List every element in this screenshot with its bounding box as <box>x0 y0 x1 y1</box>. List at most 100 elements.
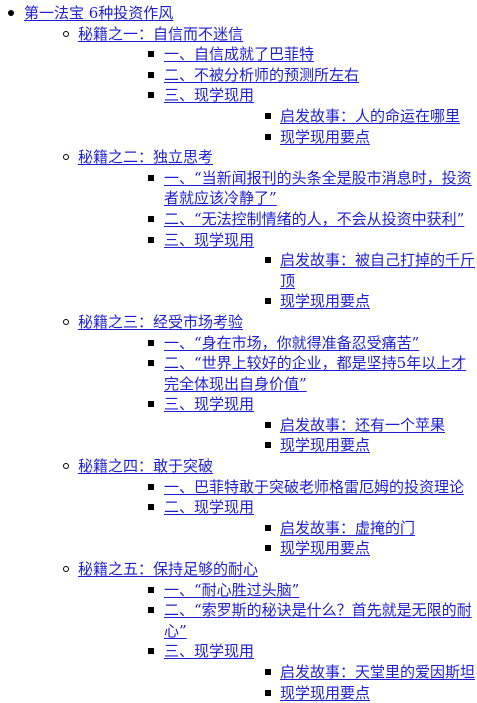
subsection-link[interactable]: 一、“当新闻报刊的头条全是股市消息时，投资者就应该冷静了” <box>164 168 472 208</box>
detail-list: 启发故事：虚掩的门现学现用要点 <box>164 518 477 559</box>
subsection-list: 一、巴菲特敢于突破老师格雷厄姆的投资理论二、现学现用启发故事：虚掩的门现学现用要… <box>78 477 477 559</box>
subsection-link[interactable]: 二、不被分析师的预测所左右 <box>164 65 360 84</box>
subsection-item: 二、“索罗斯的秘诀是什么？首先就是无限的耐心” <box>78 600 477 641</box>
square-bullet-icon <box>148 360 154 367</box>
square-bullet-icon <box>265 442 271 449</box>
circle-bullet-icon <box>63 154 69 161</box>
square-bullet-icon <box>148 236 154 243</box>
section-link[interactable]: 秘籍之二：独立思考 <box>78 148 214 167</box>
square-bullet-icon <box>265 112 271 119</box>
section-item: 秘籍之一：自信而不迷信一、自信成就了巴菲特二、不被分析师的预测所左右三、现学现用… <box>24 24 477 148</box>
detail-item: 启发故事：天堂里的爱因斯坦 <box>164 662 477 683</box>
subsection-item: 一、巴菲特敢于突破老师格雷厄姆的投资理论 <box>78 477 477 498</box>
detail-link[interactable]: 现学现用要点 <box>280 539 371 558</box>
detail-item: 启发故事：还有一个苹果 <box>164 415 477 436</box>
section-item: 秘籍之二：独立思考一、“当新闻报刊的头条全是股市消息时，投资者就应该冷静了”二、… <box>24 147 477 312</box>
square-bullet-icon <box>148 586 154 593</box>
subsection-link[interactable]: 三、现学现用 <box>164 642 255 661</box>
detail-item: 现学现用要点 <box>164 435 477 456</box>
outline-title-link[interactable]: 第一法宝 6种投资作风 <box>24 4 174 22</box>
detail-item: 启发故事：虚掩的门 <box>164 518 477 539</box>
detail-link[interactable]: 现学现用要点 <box>280 683 371 702</box>
outline-root-item: 第一法宝 6种投资作风 秘籍之一：自信而不迷信一、自信成就了巴菲特二、不被分析师… <box>0 3 477 703</box>
subsection-link[interactable]: 二、“世界上较好的企业，都是坚持5年以上才完全体现出自身价值” <box>164 354 467 393</box>
subsection-item: 三、现学现用启发故事：被自己打掉的千斤顶现学现用要点 <box>78 230 477 312</box>
detail-list: 启发故事：人的命运在哪里现学现用要点 <box>164 106 477 147</box>
subsection-link[interactable]: 二、“索罗斯的秘诀是什么？首先就是无限的耐心” <box>164 601 472 640</box>
square-bullet-icon <box>148 92 154 99</box>
detail-list: 启发故事：被自己打掉的千斤顶现学现用要点 <box>164 250 477 312</box>
detail-link[interactable]: 现学现用要点 <box>280 292 371 311</box>
subsection-link[interactable]: 一、“耐心胜过头脑” <box>164 580 300 599</box>
circle-bullet-icon <box>63 463 69 470</box>
subsection-list: 一、自信成就了巴菲特二、不被分析师的预测所左右三、现学现用启发故事：人的命运在哪… <box>78 44 477 147</box>
square-bullet-icon <box>265 669 271 675</box>
square-bullet-icon <box>148 648 154 655</box>
subsection-link[interactable]: 二、“无法控制情绪的人，不会从投资中获利” <box>164 209 465 228</box>
square-bullet-icon <box>148 215 154 222</box>
section-item: 秘籍之五：保持足够的耐心一、“耐心胜过头脑” 二、“索罗斯的秘诀是什么？首先就是无… <box>24 559 477 703</box>
detail-link[interactable]: 启发故事：虚掩的门 <box>280 518 416 537</box>
subsection-item: 二、现学现用启发故事：虚掩的门现学现用要点 <box>78 497 477 559</box>
subsection-item: 一、“耐心胜过头脑” <box>78 580 477 601</box>
subsection-item: 二、“世界上较好的企业，都是坚持5年以上才完全体现出自身价值” <box>78 353 477 394</box>
disc-bullet-icon <box>8 10 14 16</box>
subsection-list: 一、“身在市场，你就得准备忍受痛苦” 二、“世界上较好的企业，都是坚持5年以上才完… <box>78 333 477 457</box>
detail-item: 现学现用要点 <box>164 538 477 559</box>
subsection-item: 一、自信成就了巴菲特 <box>78 44 477 65</box>
section-list: 秘籍之一：自信而不迷信一、自信成就了巴菲特二、不被分析师的预测所左右三、现学现用… <box>24 24 477 703</box>
subsection-list: 一、“耐心胜过头脑”二、“索罗斯的秘诀是什么？首先就是无限的耐心”三、现学现用启… <box>78 580 477 703</box>
detail-item: 启发故事：被自己打掉的千斤顶 <box>164 250 477 291</box>
detail-link[interactable]: 启发故事：被自己打掉的千斤顶 <box>280 251 476 290</box>
section-link[interactable]: 秘籍之一：自信而不迷信 <box>78 24 244 43</box>
subsection-link[interactable]: 一、“身在市场，你就得准备忍受痛苦” <box>164 333 420 352</box>
square-bullet-icon <box>148 483 154 490</box>
square-bullet-icon <box>265 257 271 264</box>
subsection-item: 一、“当新闻报刊的头条全是股市消息时，投资者就应该冷静了” <box>78 168 477 209</box>
square-bullet-icon <box>265 421 271 428</box>
detail-item: 现学现用要点 <box>164 127 477 148</box>
detail-link[interactable]: 启发故事：还有一个苹果 <box>280 415 446 434</box>
section-item: 秘籍之四：敢于突破一、巴菲特敢于突破老师格雷厄姆的投资理论二、现学现用启发故事：… <box>24 456 477 559</box>
subsection-link[interactable]: 二、现学现用 <box>164 498 255 517</box>
detail-list: 启发故事：天堂里的爱因斯坦现学现用要点 <box>164 662 477 703</box>
subsection-item: 三、现学现用启发故事：人的命运在哪里现学现用要点 <box>78 85 477 147</box>
square-bullet-icon <box>148 401 154 408</box>
square-bullet-icon <box>265 133 271 140</box>
square-bullet-icon <box>148 174 154 181</box>
subsection-link[interactable]: 三、现学现用 <box>164 395 255 414</box>
outline-root-list: 第一法宝 6种投资作风 秘籍之一：自信而不迷信一、自信成就了巴菲特二、不被分析师… <box>0 3 477 703</box>
square-bullet-icon <box>148 71 154 78</box>
subsection-link[interactable]: 一、自信成就了巴菲特 <box>164 45 315 64</box>
section-link[interactable]: 秘籍之五：保持足够的耐心 <box>78 560 259 579</box>
circle-bullet-icon <box>63 566 69 573</box>
square-bullet-icon <box>265 689 271 696</box>
detail-item: 现学现用要点 <box>164 291 477 312</box>
subsection-list: 一、“当新闻报刊的头条全是股市消息时，投资者就应该冷静了”二、“无法控制情绪的人… <box>78 168 477 312</box>
section-item: 秘籍之三：经受市场考验一、“身在市场，你就得准备忍受痛苦” 二、“世界上较好的企业… <box>24 312 477 456</box>
subsection-item: 三、现学现用启发故事：还有一个苹果现学现用要点 <box>78 394 477 456</box>
detail-list: 启发故事：还有一个苹果现学现用要点 <box>164 415 477 456</box>
subsection-item: 三、现学现用启发故事：天堂里的爱因斯坦现学现用要点 <box>78 641 477 703</box>
subsection-item: 二、不被分析师的预测所左右 <box>78 65 477 86</box>
subsection-link[interactable]: 一、巴菲特敢于突破老师格雷厄姆的投资理论 <box>164 477 465 496</box>
detail-link[interactable]: 启发故事：人的命运在哪里 <box>280 106 461 125</box>
square-bullet-icon <box>148 339 154 346</box>
section-link[interactable]: 秘籍之四：敢于突破 <box>78 457 214 476</box>
circle-bullet-icon <box>63 30 69 37</box>
detail-link[interactable]: 现学现用要点 <box>280 436 371 455</box>
square-bullet-icon <box>148 504 154 511</box>
square-bullet-icon <box>265 545 271 552</box>
circle-bullet-icon <box>63 318 69 325</box>
square-bullet-icon <box>265 524 271 531</box>
subsection-item: 一、“身在市场，你就得准备忍受痛苦” <box>78 333 477 354</box>
detail-link[interactable]: 启发故事：天堂里的爱因斯坦 <box>280 663 476 681</box>
subsection-link[interactable]: 三、现学现用 <box>164 86 255 105</box>
detail-link[interactable]: 现学现用要点 <box>280 127 371 146</box>
square-bullet-icon <box>148 607 154 614</box>
square-bullet-icon <box>148 51 154 58</box>
subsection-item: 二、“无法控制情绪的人，不会从投资中获利” <box>78 209 477 230</box>
subsection-link[interactable]: 三、现学现用 <box>164 230 255 249</box>
section-link[interactable]: 秘籍之三：经受市场考验 <box>78 312 244 331</box>
